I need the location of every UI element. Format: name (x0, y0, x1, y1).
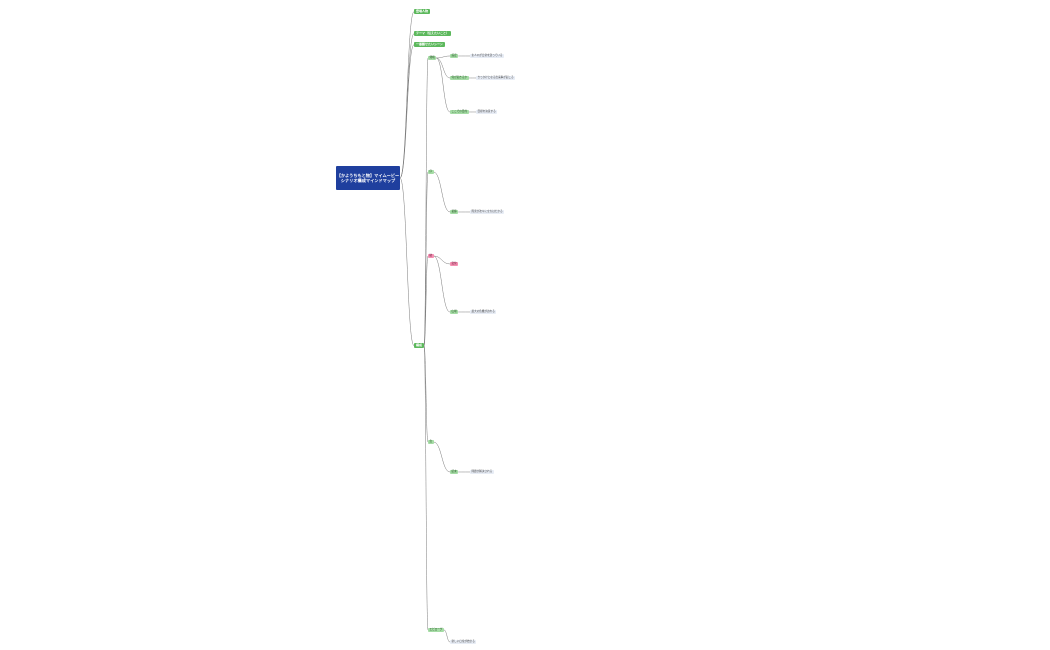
act-epilogue[interactable]: エピローグ (428, 627, 444, 632)
connector-act-ha-node-climax (433, 255, 451, 313)
connector-branch-structure-act-ha (423, 255, 429, 346)
central-topic[interactable]: 【かようちもと物】マイムービーシナリオ構成マインドマップ (336, 166, 400, 190)
note-3: 目標を決意する (476, 109, 498, 114)
branch-structure[interactable]: 構成 (414, 343, 425, 349)
act-kyu[interactable]: 急 (428, 439, 434, 444)
central-topic-label: 【かようちもと物】マイムービーシナリオ構成マインドマップ (336, 172, 400, 183)
node-change[interactable]: 変化 (450, 261, 459, 266)
connector-act-jo-node-conflict (433, 171, 451, 213)
branch-key-scene[interactable]: 一番観せたいシーン (414, 42, 445, 48)
connector-branch-structure-act-kyu (423, 345, 429, 443)
node-conflict[interactable]: 葛藤 (450, 209, 459, 214)
act-ha[interactable]: 破 (428, 253, 434, 258)
note-7: 新しい日常が始まる (450, 639, 477, 644)
connector-act-epilogue-note-7 (443, 629, 451, 643)
node-ending[interactable]: 結末 (450, 469, 459, 474)
node-trigger[interactable]: 何が起きるか (450, 75, 469, 80)
act-hattan[interactable]: 発端 (428, 55, 437, 60)
note-5: 最大の危機が訪れる (470, 309, 497, 314)
connector-act-hattan-node-setting (436, 55, 451, 59)
connector-act-hattan-node-trigger (436, 57, 451, 79)
node-want[interactable]: ここでの目的 (450, 109, 469, 114)
connector-branch-structure-act-epilogue (423, 345, 429, 631)
connector-act-ha-node-change (433, 255, 451, 265)
connector-central-topic-branch-characters (399, 11, 415, 179)
note-4: 障害が次々に立ちはだかる (470, 209, 505, 214)
connector-central-topic-branch-structure (399, 177, 415, 346)
connector-act-hattan-node-want (435, 57, 451, 113)
node-setting[interactable]: 設定 (450, 53, 459, 58)
branch-characters[interactable]: 登場人物 (414, 9, 431, 15)
connector-central-topic-branch-key-scene (399, 44, 415, 179)
connector-act-kyu-node-ending (433, 441, 451, 473)
note-2: きっかけとなる出来事が起こる (476, 75, 516, 80)
note-1: 主人公が日常を送っている (470, 53, 504, 58)
note-6: 問題が解決される (470, 469, 494, 474)
connector-central-topic-branch-theme (399, 33, 415, 179)
branch-theme[interactable]: テーマ（伝えたいこと） (414, 31, 452, 37)
connector-branch-structure-act-jo (423, 171, 429, 346)
act-jo[interactable]: 序 (428, 169, 434, 174)
node-climax[interactable]: 山場 (450, 309, 459, 314)
